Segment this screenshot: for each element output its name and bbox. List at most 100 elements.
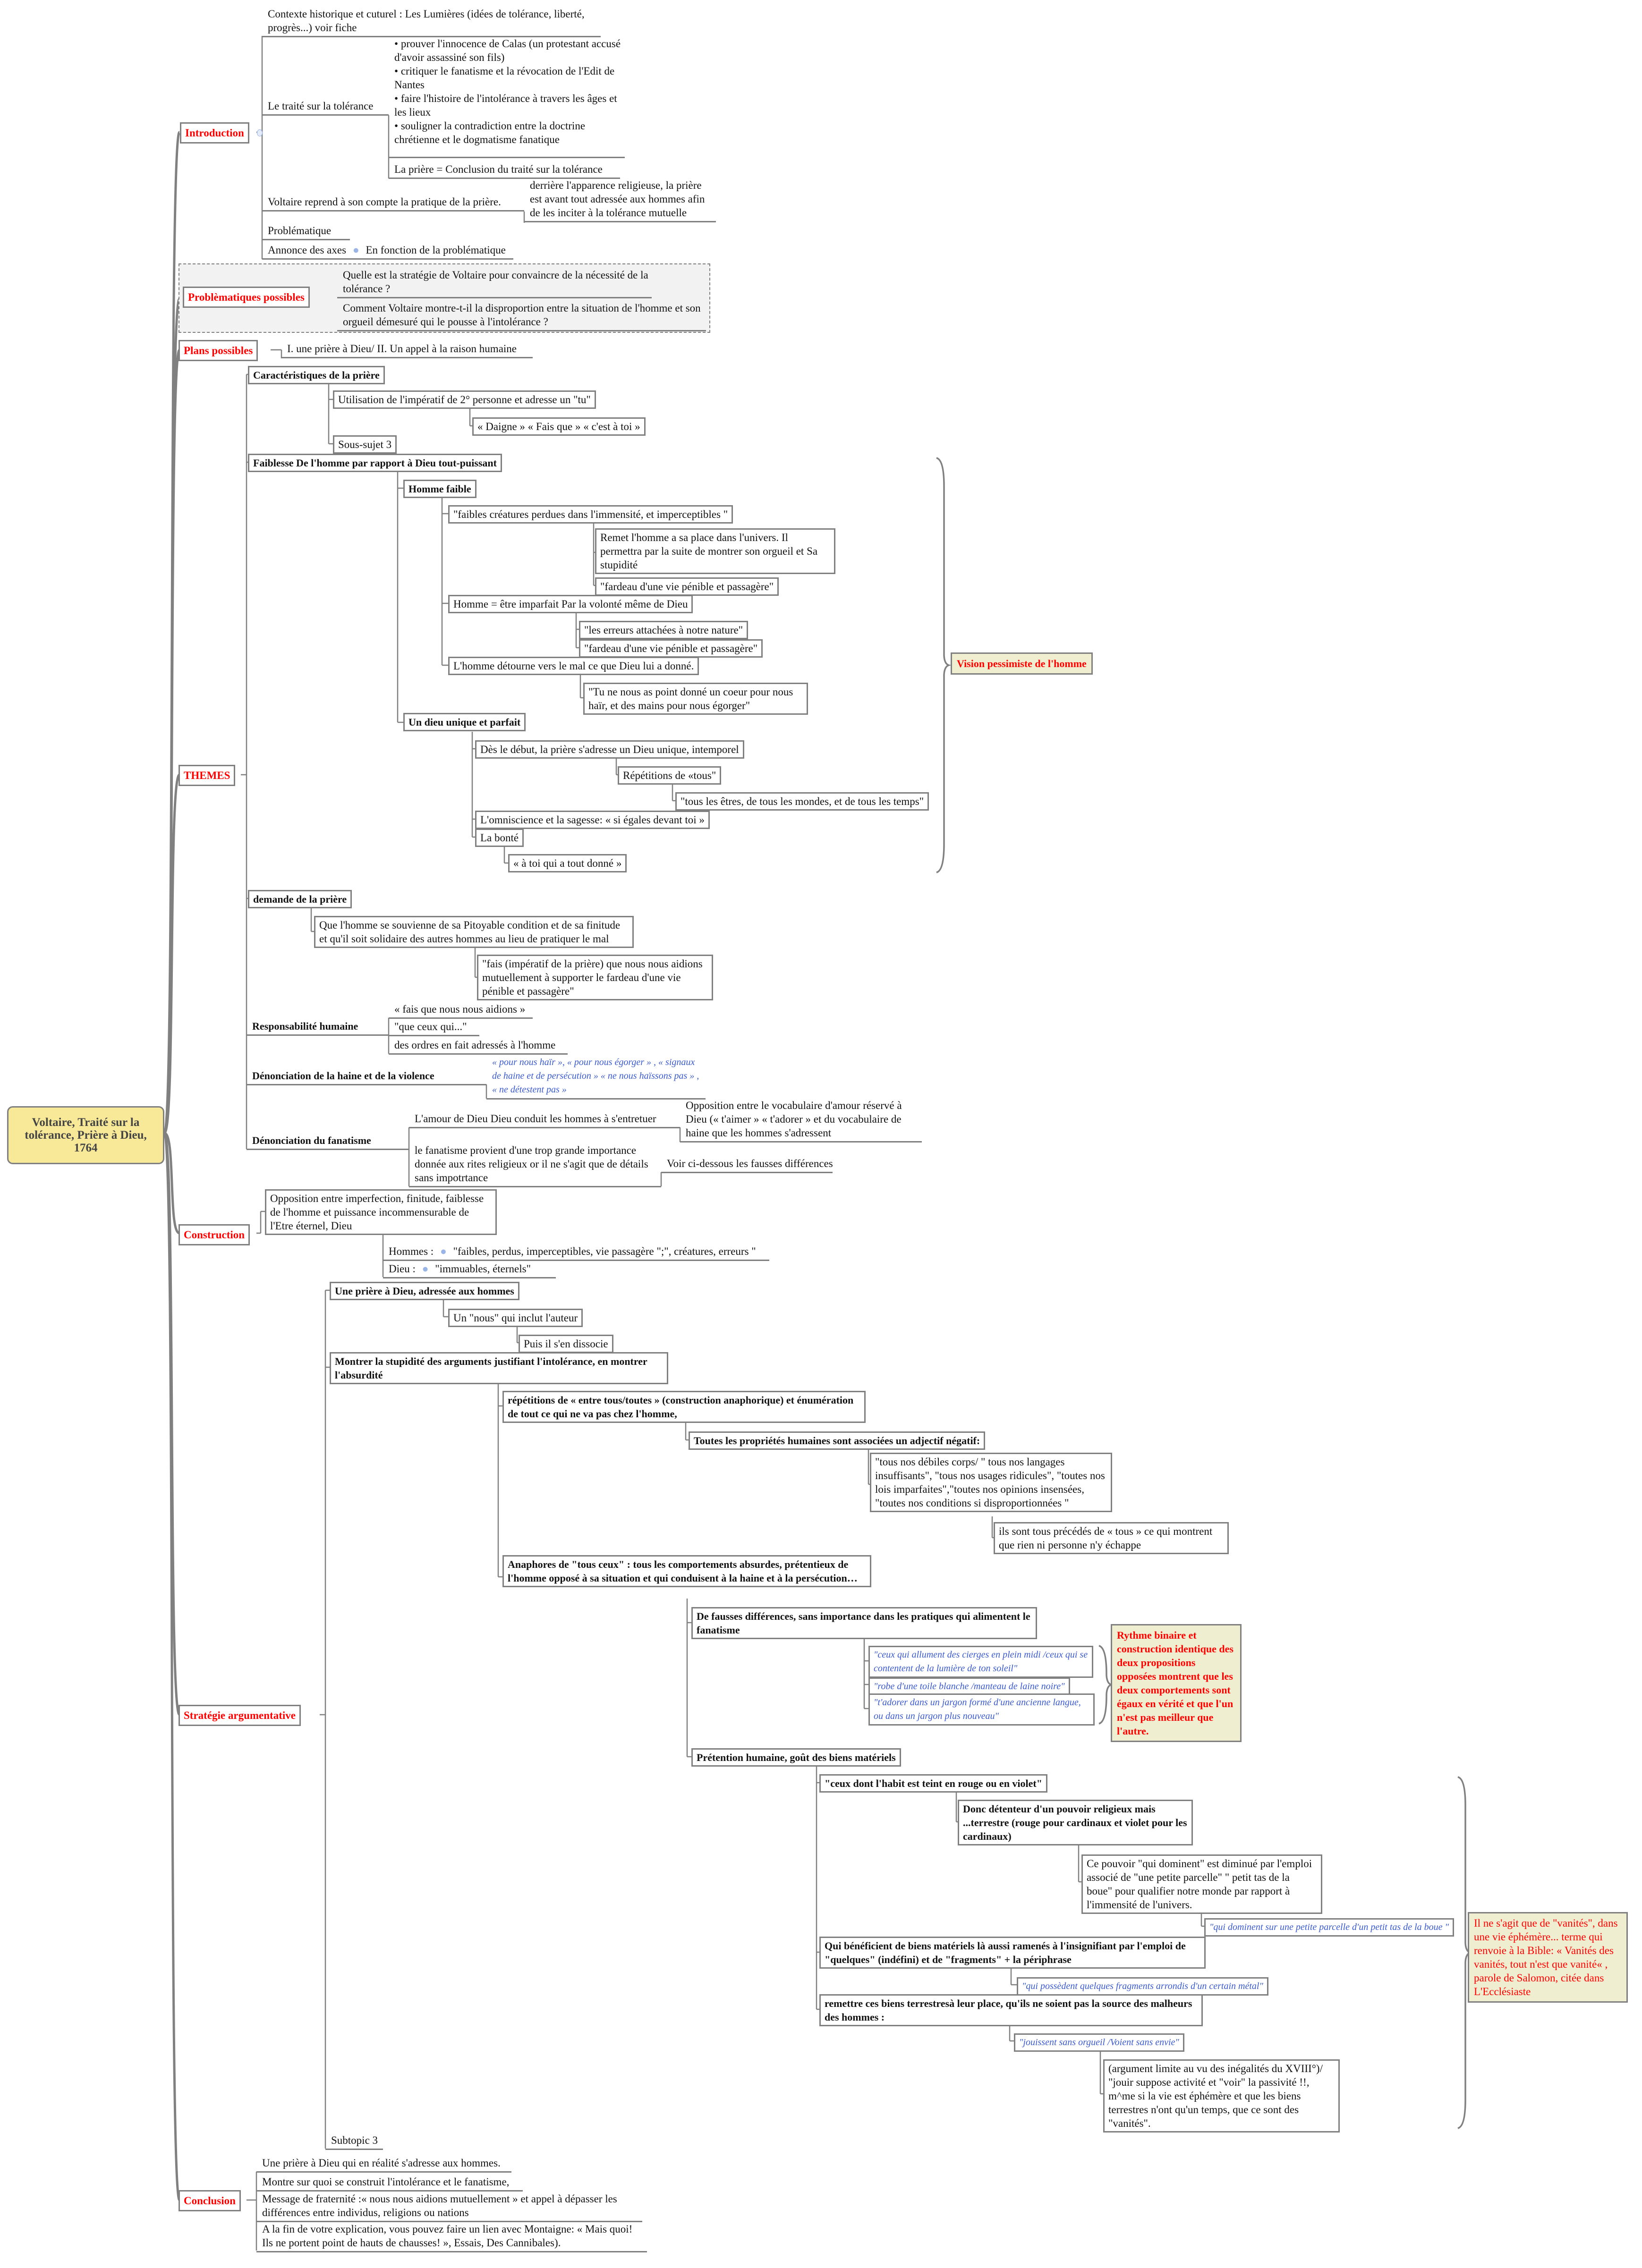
fanatisme-amour[interactable]: L'amour de Dieu Dieu conduit les hommes … xyxy=(409,1112,680,1128)
quote-possedent[interactable]: "qui possèdent quelques fragments arrond… xyxy=(1017,1977,1268,1996)
fanatisme-voir[interactable]: Voir ci-dessous les fausses différences xyxy=(661,1157,833,1173)
dieu-repetitions[interactable]: Répétitions de «tous" xyxy=(618,766,722,785)
strategie-habit[interactable]: "ceux dont l'habit est teint en rouge ou… xyxy=(819,1774,1047,1793)
construction-dieu[interactable]: Dieu : ● "immuables, éternels" xyxy=(383,1262,556,1278)
theme-faiblesse[interactable]: Faiblesse De l'homme par rapport à Dieu … xyxy=(248,454,502,472)
strategie-pretention[interactable]: Prétention humaine, goût des biens matér… xyxy=(691,1748,901,1767)
note-vision-pessimiste[interactable]: Vision pessimiste de l'homme xyxy=(951,652,1093,675)
collapse-toggle-icon[interactable]: ● xyxy=(440,1245,447,1257)
theme-fanatisme[interactable]: Dénonciation du fanatisme xyxy=(247,1134,409,1150)
strategie-beneficient[interactable]: Qui bénéficient de biens matériels là au… xyxy=(819,1937,1206,1969)
problematique-item[interactable]: Quelle est la stratégie de Voltaire pour… xyxy=(337,268,652,298)
strategie-anaphores[interactable]: Anaphores de "tous ceux" : tous les comp… xyxy=(502,1555,871,1587)
intro-problematique[interactable]: Problématique xyxy=(262,224,350,240)
branch-connector xyxy=(163,1132,181,2201)
responsabilite-item[interactable]: des ordres en fait adressés à l'homme xyxy=(389,1038,568,1055)
branch-themes[interactable]: THEMES xyxy=(179,765,236,786)
strategie-subtopic[interactable]: Subtopic 3 xyxy=(325,2133,383,2150)
faiblesse-fardeau[interactable]: "fardeau d'une vie pénible et passagère" xyxy=(579,639,763,658)
intro-priere-conclusion[interactable]: La prière = Conclusion du traité sur la … xyxy=(389,162,620,179)
strategie-nous[interactable]: Un "nous" qui inclut l'auteur xyxy=(448,1309,583,1327)
demande-fais[interactable]: "fais (impératif de la prière) que nous … xyxy=(477,955,713,1000)
quote-jouissent[interactable]: "jouissent sans orgueil /Voient sans env… xyxy=(1014,2033,1184,2052)
collapse-toggle-icon[interactable]: ● xyxy=(422,1263,429,1275)
branch-plans[interactable]: Plans possibles xyxy=(179,340,258,361)
quote-jargon[interactable]: "t'adorer dans un jargon formé d'une anc… xyxy=(868,1693,1095,1726)
strategie-montrer[interactable]: Montrer la stupidité des arguments justi… xyxy=(330,1352,668,1384)
demande-souvienne[interactable]: Que l'homme se souvienne de sa Pitoyable… xyxy=(314,916,634,948)
faiblesse-creatures[interactable]: "faibles créatures perdues dans l'immens… xyxy=(448,505,733,524)
theme-caracteristiques[interactable]: Caractéristiques de la prière xyxy=(248,366,385,384)
faiblesse-detourne[interactable]: L'homme détourne vers le mal ce que Dieu… xyxy=(448,657,699,675)
intro-traite-goals[interactable]: prouver l'innocence de Calas (un protest… xyxy=(389,37,625,158)
strategie-argument[interactable]: (argument limite au vu des inégalités du… xyxy=(1103,2059,1340,2133)
faiblesse-homme-faible[interactable]: Homme faible xyxy=(403,480,476,498)
responsabilite-item[interactable]: « fais que nous nous aidions » xyxy=(389,1002,533,1019)
strategie-dissocie[interactable]: Puis il s'en dissocie xyxy=(519,1335,613,1353)
dieu-bonte[interactable]: La bonté xyxy=(475,829,524,847)
central-topic[interactable]: Voltaire, Traité sur la tolérance, Prièr… xyxy=(7,1106,164,1164)
caracteristiques-imperatif[interactable]: Utilisation de l'impératif de 2° personn… xyxy=(333,390,596,409)
intro-context[interactable]: Contexte historique et cuturel : Les Lum… xyxy=(262,7,601,37)
theme-responsabilite[interactable]: Responsabilité humaine xyxy=(247,1019,389,1036)
branch-connector xyxy=(163,348,181,1134)
faiblesse-erreurs[interactable]: "les erreurs attachées à notre nature" xyxy=(579,621,749,639)
note-vanites[interactable]: Il ne s'agit que de "vanités", dans une … xyxy=(1468,1912,1628,2003)
dieu-omniscience[interactable]: L'omniscience et la sagesse: « si égales… xyxy=(475,811,710,829)
note-rythme-binaire[interactable]: Rythme binaire et construction identique… xyxy=(1111,1624,1242,1742)
faiblesse-coeur[interactable]: "Tu ne nous as point donné un coeur pour… xyxy=(583,683,808,715)
intro-voltaire-reprend[interactable]: Voltaire reprend à son compte la pratiqu… xyxy=(262,195,524,212)
quote-dominent[interactable]: "qui dominent sur une petite parcelle d'… xyxy=(1204,1918,1454,1937)
theme-demande[interactable]: demande de la prière xyxy=(248,890,352,908)
goal-item: souligner la contradiction entre la doct… xyxy=(394,119,622,146)
construction-hommes[interactable]: Hommes : ● "faibles, perdus, imperceptib… xyxy=(383,1244,769,1261)
fanatisme-provient[interactable]: le fanatisme provient d'une trop grande … xyxy=(409,1143,661,1187)
faiblesse-dieu-unique[interactable]: Un dieu unique et parfait xyxy=(403,713,526,731)
branch-conclusion[interactable]: Conclusion xyxy=(179,2190,241,2211)
branch-construction[interactable]: Construction xyxy=(179,1224,250,1245)
curly-brace xyxy=(936,457,952,873)
faiblesse-fardeau[interactable]: "fardeau d'une vie pénible et passagère" xyxy=(595,577,779,596)
conclusion-item[interactable]: A la fin de votre explication, vous pouv… xyxy=(256,2222,647,2252)
strategie-remettre[interactable]: remettre ces biens terrestresà leur plac… xyxy=(819,1994,1203,2026)
construction-opposition[interactable]: Opposition entre imperfection, finitude,… xyxy=(265,1189,497,1235)
intro-derriere[interactable]: derrière l'apparence religieuse, la priè… xyxy=(524,178,716,222)
strategie-pouvoir[interactable]: Ce pouvoir "qui dominent" est diminué pa… xyxy=(1081,1854,1322,1914)
branch-strategie[interactable]: Stratégie argumentative xyxy=(179,1705,301,1726)
faiblesse-imparfait[interactable]: Homme = être imparfait Par la volonté mê… xyxy=(448,595,693,613)
quote-cierges[interactable]: "ceux qui allument des cierges en plein … xyxy=(868,1646,1093,1678)
quote-robe[interactable]: "robe d'une toile blanche /manteau de la… xyxy=(868,1677,1070,1696)
haine-quotes[interactable]: « pour nous haïr », « pour nous égorger … xyxy=(486,1056,706,1100)
collapse-toggle-icon[interactable]: ● xyxy=(352,244,359,256)
conclusion-item[interactable]: Montre sur quoi se construit l'intoléran… xyxy=(256,2175,523,2192)
theme-haine[interactable]: Dénonciation de la haine et de la violen… xyxy=(247,1069,486,1085)
dieu-a-toi[interactable]: « à toi qui a tout donné » xyxy=(508,854,627,872)
strategie-priere[interactable]: Une prière à Dieu, adressée aux hommes xyxy=(330,1282,519,1300)
strategie-precedes[interactable]: ils sont tous précédés de « tous » ce qu… xyxy=(994,1522,1229,1554)
caracteristiques-sous-sujet[interactable]: Sous-sujet 3 xyxy=(333,435,397,454)
dieu-des-le-debut[interactable]: Dès le début, la prière s'adresse un Die… xyxy=(475,740,744,759)
branch-problematiques[interactable]: Problèmatiques possibles xyxy=(183,287,310,308)
conclusion-item[interactable]: Une prière à Dieu qui en réalité s'adres… xyxy=(256,2156,511,2173)
annonce-label: Annonce des axes xyxy=(268,244,347,256)
goal-item: critiquer le fanatisme et la révocation … xyxy=(394,64,622,92)
intro-annonce[interactable]: Annonce des axes ● En fonction de la pro… xyxy=(262,243,513,260)
responsabilite-item[interactable]: "que ceux qui..." xyxy=(389,1020,479,1036)
strategie-repetitions[interactable]: répétitions de « entre tous/toutes » (co… xyxy=(502,1391,866,1423)
strategie-tous-nos[interactable]: "tous nos débiles corps/ " tous nos lang… xyxy=(870,1453,1112,1512)
collapse-toggle-icon[interactable] xyxy=(257,129,263,136)
branch-introduction[interactable]: Introduction xyxy=(180,122,249,144)
strategie-fausses[interactable]: De fausses différences, sans importance … xyxy=(691,1607,1037,1639)
caracteristiques-exemples[interactable]: « Daigne » « Fais que » « c'est à toi » xyxy=(472,417,646,436)
fanatisme-opposition[interactable]: Opposition entre le vocabulaire d'amour … xyxy=(680,1099,922,1142)
intro-traite[interactable]: Le traité sur la tolérance xyxy=(262,99,389,116)
problematique-item[interactable]: Comment Voltaire montre-t-il la dispropo… xyxy=(337,301,706,331)
conclusion-item[interactable]: Message de fraternité :« nous nous aidio… xyxy=(256,2192,642,2222)
branch-connector xyxy=(163,1132,180,1235)
strategie-proprietes[interactable]: Toutes les propriétés humaines sont asso… xyxy=(689,1431,986,1450)
plan-item[interactable]: I. une prière à Dieu/ II. Un appel à la … xyxy=(281,342,533,358)
faiblesse-remet[interactable]: Remet l'homme a sa place dans l'univers.… xyxy=(595,528,835,574)
dieu-tous-les-etres[interactable]: "tous les êtres, de tous les mondes, et … xyxy=(675,792,929,811)
strategie-detenteur[interactable]: Donc détenteur d'un pouvoir religieux ma… xyxy=(958,1800,1193,1845)
